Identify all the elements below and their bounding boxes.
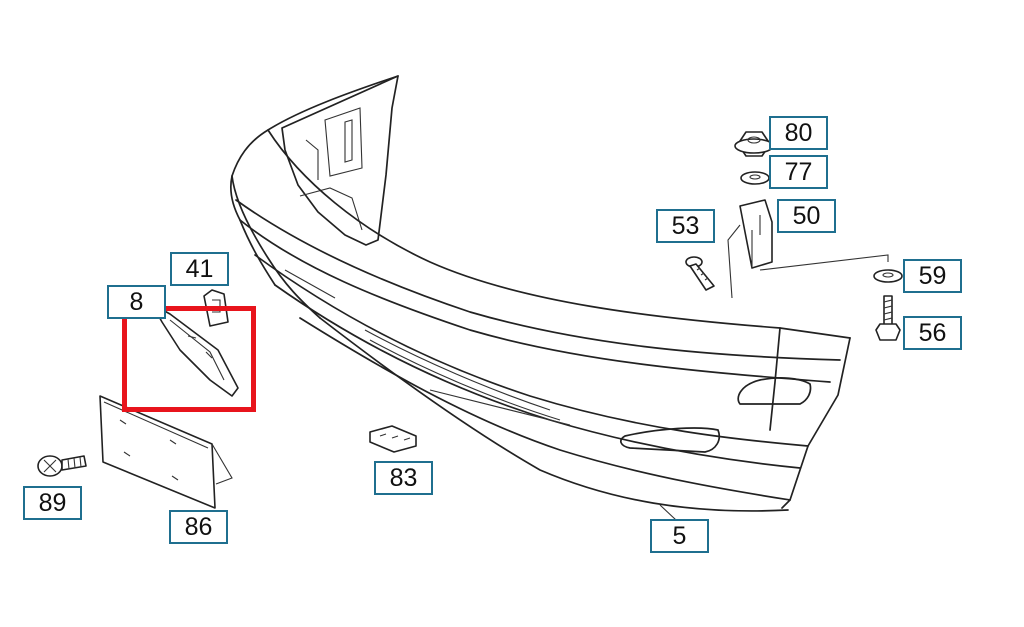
bolt-56-drawing (875, 295, 901, 341)
washer-77-drawing (740, 171, 770, 185)
screw-89-drawing (37, 455, 87, 477)
side-bracket-8-drawing (151, 303, 239, 397)
part-label-5[interactable]: 5 (650, 519, 709, 553)
highlight-box (122, 306, 256, 412)
part-label-86[interactable]: 86 (169, 510, 228, 544)
part-label-59[interactable]: 59 (903, 259, 962, 293)
bracket-50-drawing (727, 199, 889, 299)
part-label-77[interactable]: 77 (769, 155, 828, 189)
part-label-89[interactable]: 89 (23, 486, 82, 520)
part-label-8[interactable]: 8 (107, 285, 166, 319)
part-label-41[interactable]: 41 (170, 252, 229, 286)
washer-59-drawing (873, 269, 903, 283)
part-label-80[interactable]: 80 (769, 116, 828, 150)
screw-53-drawing (685, 256, 715, 291)
front-bumper-drawing (230, 75, 851, 521)
connector-83-drawing (369, 425, 417, 453)
part-label-50[interactable]: 50 (777, 199, 836, 233)
part-label-56[interactable]: 56 (903, 316, 962, 350)
part-label-83[interactable]: 83 (374, 461, 433, 495)
part-label-53[interactable]: 53 (656, 209, 715, 243)
plate-holder-86-drawing (99, 395, 233, 509)
flange-nut-drawing (734, 131, 774, 157)
